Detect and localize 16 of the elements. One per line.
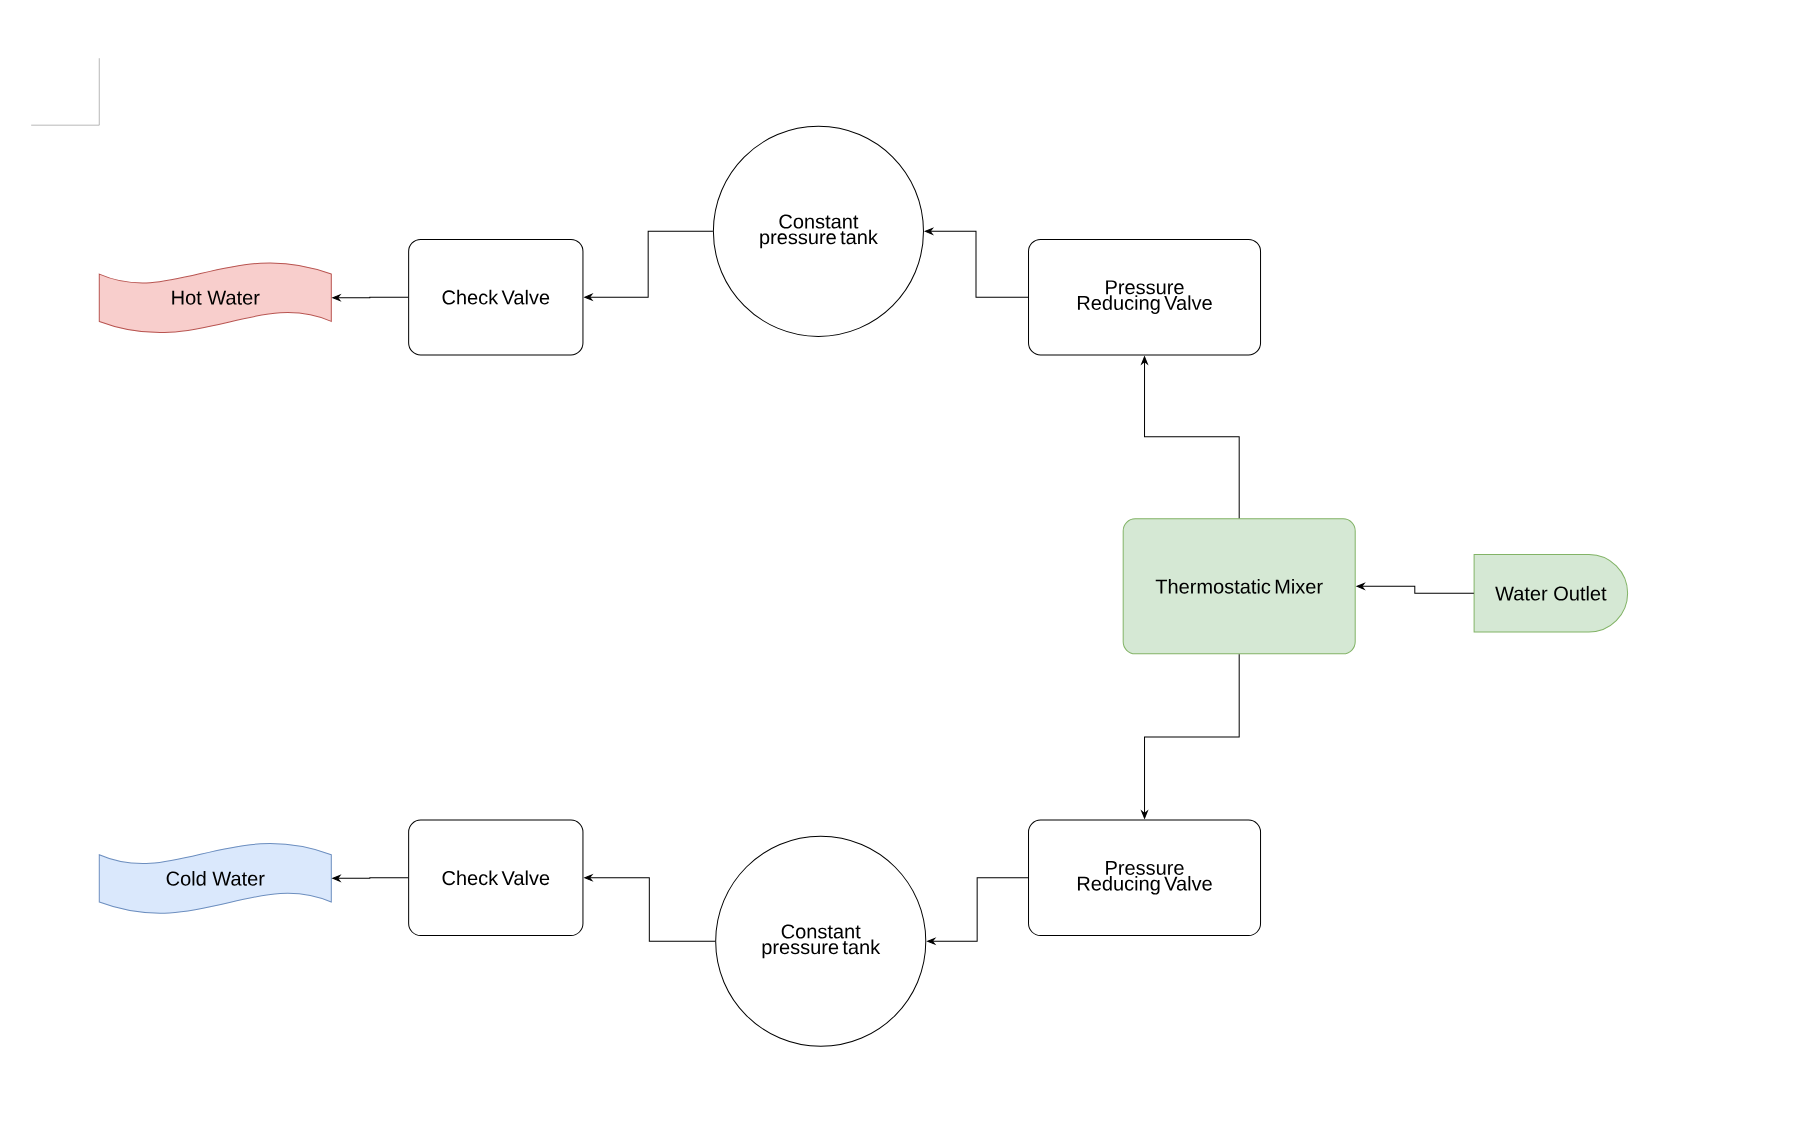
arrow — [584, 230, 714, 301]
arrow — [332, 875, 409, 882]
valve-box: Pressure Reducing Valve — [1028, 819, 1262, 936]
valve-box: Check Valve — [408, 238, 584, 356]
arrow — [332, 294, 409, 302]
wave-banner: Hot Water — [98, 262, 332, 333]
wave-banner: Cold Water — [98, 843, 332, 914]
arrow — [1141, 653, 1240, 819]
valve-box: Pressure Reducing Valve — [1028, 238, 1262, 356]
valve-box: Check Valve — [408, 819, 584, 936]
arrow — [1356, 582, 1475, 594]
mixer-box: Thermostatic Mixer — [1122, 518, 1356, 655]
arrow — [584, 874, 716, 942]
arrow — [927, 877, 1029, 945]
arrow — [924, 228, 1029, 298]
arrow — [1141, 356, 1240, 519]
